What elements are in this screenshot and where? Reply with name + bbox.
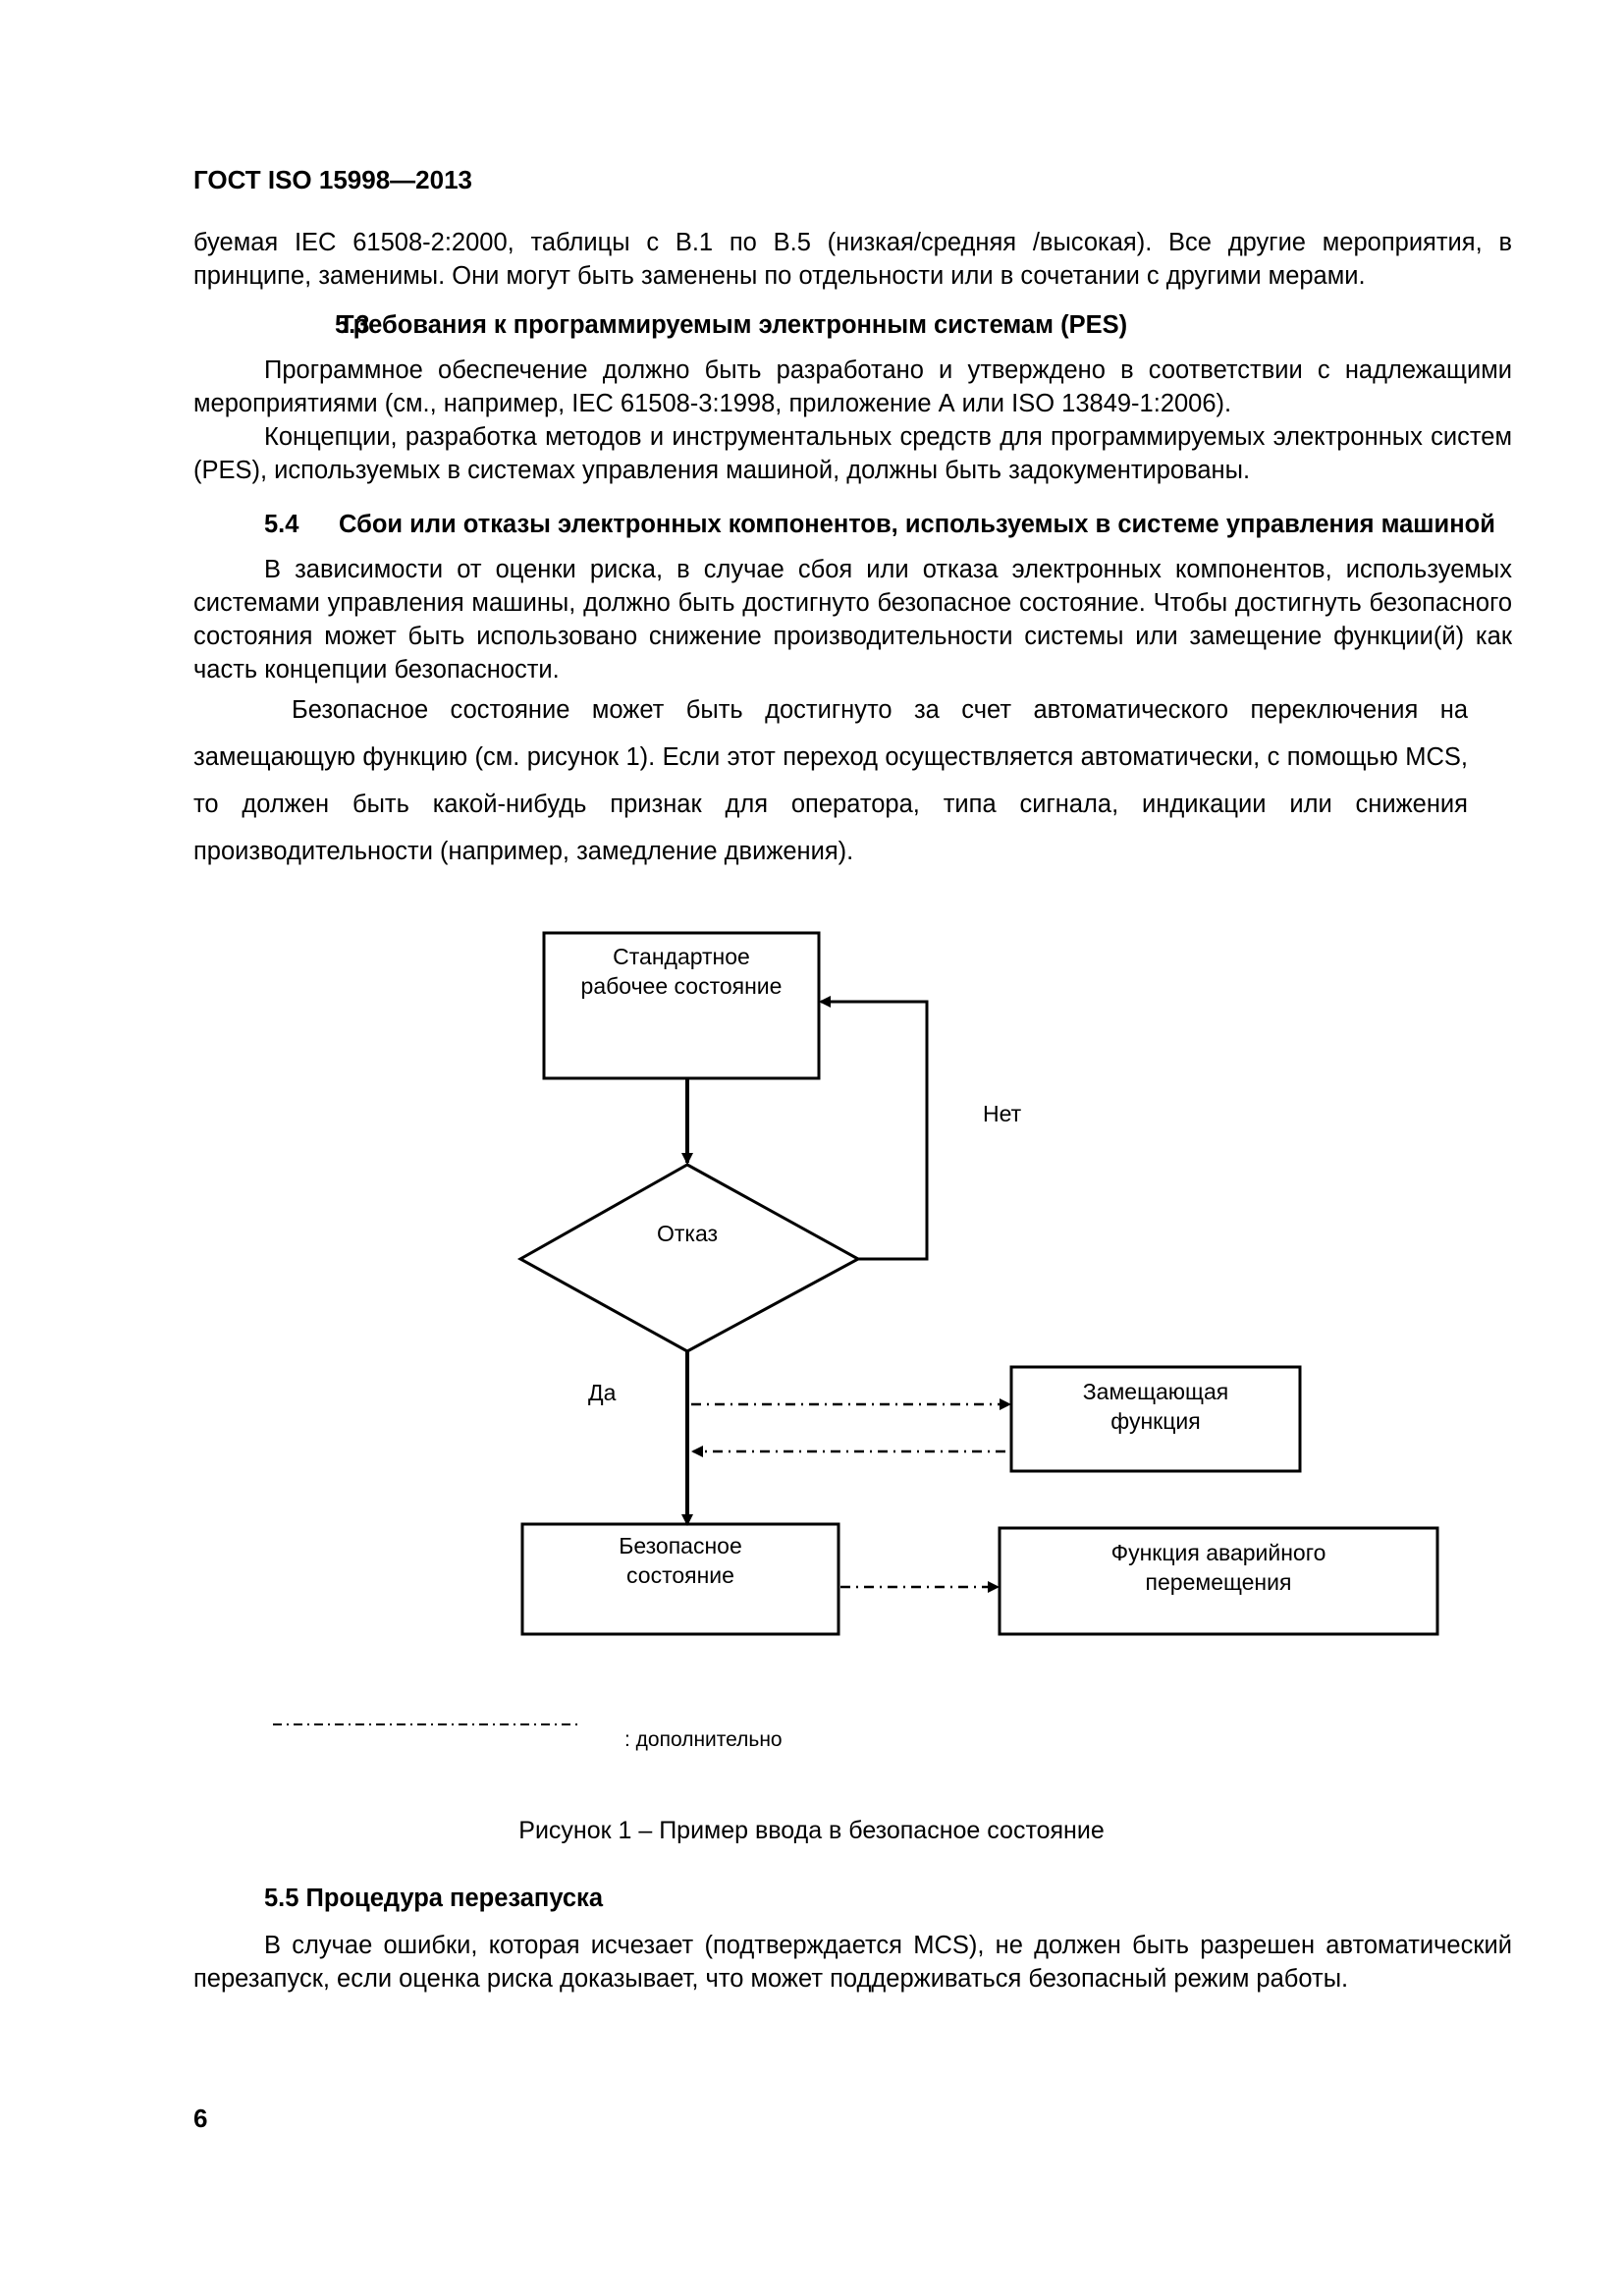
safe-state-label-1: Безопасное (619, 1533, 742, 1558)
standard-state-label-2: рабочее состояние (581, 973, 783, 999)
intro-line-1: буемая IEC 61508-2:2000, таблицы с В.1 п… (193, 229, 1512, 256)
section-5-3-heading: 5.3Требования к программируемым электрон… (193, 308, 1512, 342)
section-5-4: 5.4 Сбои или отказы электронных компонент… (193, 508, 1512, 875)
section-5-5-paragraph-1: В случае ошибки, которая исчезает (подтв… (193, 1932, 1512, 1993)
substitute-function-label-1: Замещающая (1083, 1379, 1228, 1404)
arrow-no-loop (819, 996, 929, 1261)
figure-caption: Рисунок 1 – Пример ввода в безопасное со… (518, 1817, 1105, 1844)
section-5-3-number: 5.3 (335, 311, 370, 339)
substitute-function-label-2: функция (1110, 1408, 1200, 1434)
label-no: Нет (983, 1101, 1022, 1126)
failure-decision-diamond (516, 1163, 862, 1353)
safe-state-label-2: состояние (626, 1562, 734, 1588)
section-5-5: 5.5 Процедура перезапуска В случае ошибк… (193, 1882, 1512, 1995)
intro-line-2: принципе, заменимы. Они могут быть замен… (193, 262, 1366, 290)
section-5-5-heading: 5.5 Процедура перезапуска (264, 1885, 603, 1912)
section-5-4-heading: 5.4 Сбои или отказы электронных компонент… (193, 508, 1512, 541)
emergency-motion-box (998, 1526, 1439, 1636)
section-5-3-title: Требования к программируемым электронным… (339, 311, 1128, 339)
label-yes: Да (588, 1380, 617, 1405)
intro-paragraph: буемая IEC 61508-2:2000, таблицы с В.1 п… (193, 226, 1512, 293)
standard-state-label-1: Стандартное (613, 944, 750, 969)
section-5-3-paragraph-1: Программное обеспечение должно быть разр… (193, 356, 1512, 417)
section-5-4-paragraph-1: В зависимости от оценки риска, в случае … (193, 556, 1512, 683)
section-5-4-number: 5.4 (264, 511, 299, 538)
legend-label: : дополнительно (624, 1728, 783, 1751)
section-5-4-paragraph-2: Безопасное состояние может быть достигну… (193, 696, 1468, 865)
section-5-4-title: Сбои или отказы электронных компонентов,… (339, 511, 1495, 538)
page-number: 6 (193, 2104, 208, 2133)
failure-decision-label: Отказ (657, 1221, 718, 1246)
substitute-function-box (1009, 1365, 1302, 1473)
document-code: ГОСТ ISO 15998—2013 (193, 165, 473, 194)
emergency-motion-label-1: Функция аварийного (1111, 1540, 1326, 1565)
safe-state-box (520, 1522, 840, 1636)
emergency-motion-label-2: перемещения (1146, 1569, 1292, 1595)
section-5-3-paragraph-2: Концепции, разработка методов и инструме… (193, 423, 1512, 484)
section-5-3: 5.3Требования к программируемым электрон… (193, 308, 1512, 487)
